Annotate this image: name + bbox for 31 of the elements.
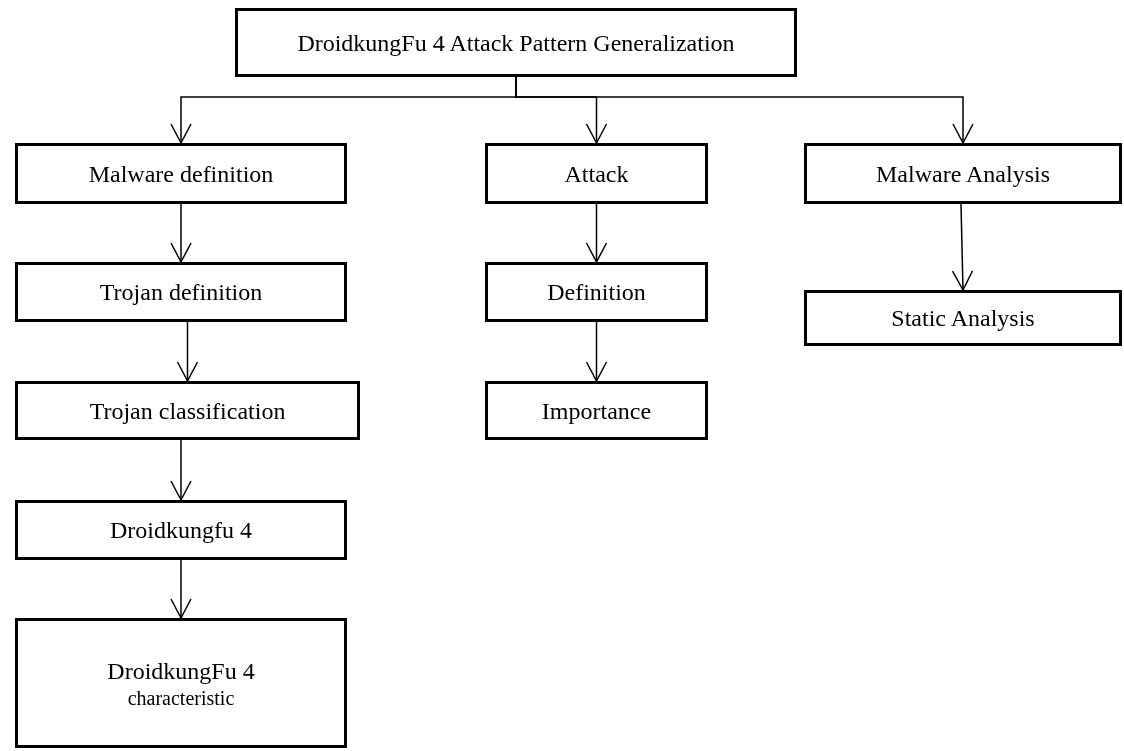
arrow — [170, 439, 192, 501]
arrow — [585, 321, 608, 382]
arrow — [176, 321, 199, 382]
process-box — [15, 618, 347, 748]
arrow — [585, 203, 608, 263]
process-box — [485, 381, 708, 440]
box-label: Malware definition — [88, 159, 274, 189]
box-label: Definition — [547, 278, 646, 307]
process-box — [15, 381, 360, 440]
process-box — [804, 290, 1122, 346]
box-label: Droidkungfu 4 — [110, 516, 252, 545]
process-box — [485, 143, 708, 204]
process-box — [804, 143, 1122, 204]
box-label: Trojan definition — [99, 278, 263, 307]
box-label: characteristic — [127, 685, 235, 711]
box-label: DroidkungFu 4 — [107, 656, 255, 686]
process-box — [15, 500, 347, 560]
box-label: Importance — [541, 396, 652, 426]
process-box — [15, 262, 347, 322]
box-label: Static Analysis — [891, 304, 1035, 333]
arrow — [170, 203, 192, 263]
box-label: Malware Analysis — [876, 159, 1050, 189]
box-label: DroidkungFu 4 Attack Pattern Generalization — [297, 28, 735, 58]
title-box — [235, 8, 797, 77]
box-label: Trojan classification — [89, 396, 286, 426]
arrow — [951, 203, 974, 291]
box-label: Attack — [564, 159, 629, 189]
arrow — [515, 76, 974, 144]
process-box — [15, 143, 347, 204]
process-box — [485, 262, 708, 322]
arrow — [170, 559, 192, 619]
